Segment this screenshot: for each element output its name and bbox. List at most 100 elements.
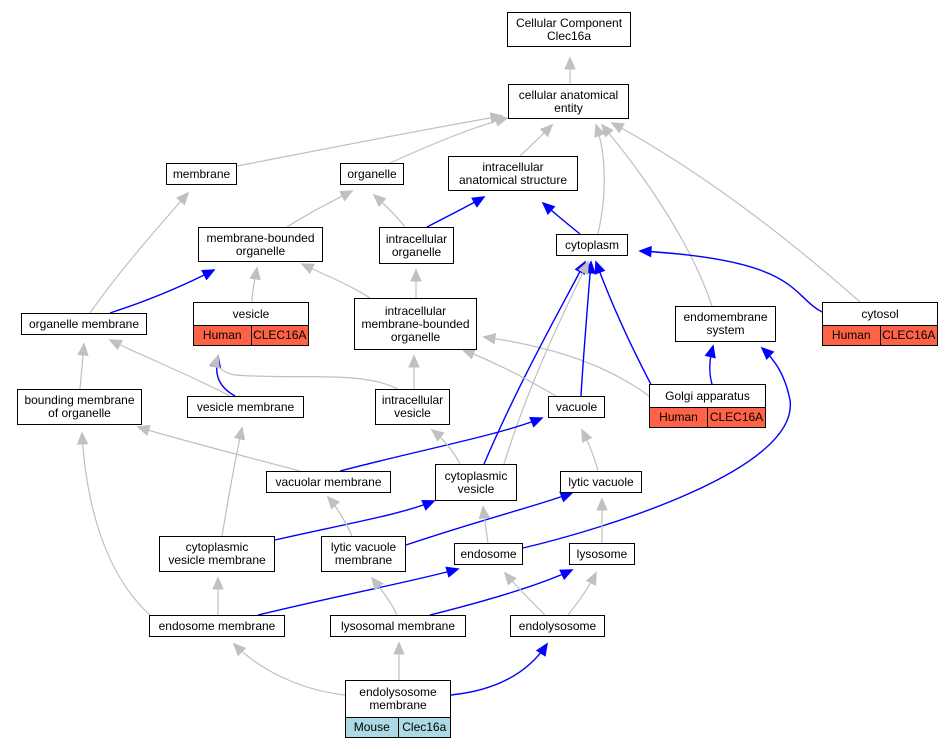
node-lysmem: lysosomal membrane <box>330 615 466 637</box>
edge-orgmem-to-membrane <box>89 191 190 314</box>
node-cytves: cytoplasmic vesicle <box>435 464 517 501</box>
node-endolyso: endolysosome <box>510 615 605 637</box>
edge-lysosome-to-lytvac <box>596 497 608 543</box>
node-ivesicle: intracellular vesicle <box>375 389 450 425</box>
node-root: Cellular Component Clec16a <box>507 12 631 47</box>
edge-ivesicle-to-vesicle <box>208 354 399 390</box>
arrowhead <box>370 576 384 591</box>
edge-endomemb-to-cvm <box>212 576 224 615</box>
edge-elm-to-lysmem <box>393 641 405 680</box>
node-label: bounding membrane of organelle <box>24 393 135 420</box>
node-label: intracellular membrane-bounded organelle <box>361 303 470 344</box>
edge-lysmem-to-lysosome <box>429 569 574 616</box>
node-orgmem: organelle membrane <box>21 313 147 335</box>
edge-imbo-to-mbo <box>300 263 371 299</box>
arrowhead <box>408 354 420 368</box>
arrowhead <box>541 201 556 215</box>
arrowhead <box>503 571 517 586</box>
node-vacuole: vacuole <box>548 396 605 418</box>
node-label: cellular anatomical entity <box>518 87 619 115</box>
edge-endolyso-to-lysosome <box>567 571 597 616</box>
node-label: vacuole <box>555 399 598 414</box>
node-label: endosome <box>460 546 517 561</box>
node-label: intracellular anatomical structure <box>458 159 568 187</box>
node-membrane: membrane <box>166 163 237 185</box>
node-label: cytoplasmic vesicle membrane <box>168 540 266 567</box>
arrowhead <box>136 424 151 436</box>
edge-endomemb-to-boundmem <box>76 431 151 616</box>
arrowhead <box>430 428 445 442</box>
edge-golgi-to-cytoplasm <box>594 260 656 393</box>
node-label: endolysosome membrane <box>359 685 437 712</box>
edge-vesicle-to-mbo <box>249 266 261 303</box>
edge-cytosol-to-cytoplasm <box>638 245 823 313</box>
gene-tag: CLEC16A <box>879 326 937 345</box>
edge-endolyso-to-endosome <box>503 571 546 616</box>
arrowhead <box>393 641 405 655</box>
node-cytoplasm: cytoplasm <box>556 234 628 256</box>
edge-io-to-ias <box>426 196 486 228</box>
node-boundmem: bounding membrane of organelle <box>17 389 142 425</box>
species-tag: Human <box>650 408 707 427</box>
arrowhead <box>535 642 548 657</box>
arrowhead <box>233 426 246 441</box>
gene-tag: Clec16a <box>397 718 450 737</box>
edge-cae-to-root <box>564 56 576 84</box>
node-mbo: membrane-bounded organelle <box>198 227 323 262</box>
edge-cytves-to-cytoplasm <box>503 260 589 465</box>
edge-ias-to-cae <box>519 123 554 157</box>
edge-organelle-to-cae <box>389 115 509 164</box>
node-label: cytoplasmic vesicle <box>444 468 508 496</box>
node-endosome: endosome <box>454 543 523 565</box>
node-endomem: endomembrane system <box>675 306 776 342</box>
edge-endosome-to-endomem <box>522 346 791 549</box>
edge-lvm-to-vacmem <box>326 495 353 537</box>
edge-lytvac-to-vacuole <box>581 428 599 472</box>
node-vesmem: vesicle membrane <box>187 396 304 418</box>
node-vacmem: vacuolar membrane <box>266 471 391 493</box>
node-label: lytic vacuole membrane <box>330 540 397 567</box>
edge-vacuole-to-cytoplasm <box>580 260 596 397</box>
node-label: lysosomal membrane <box>340 618 456 633</box>
edge-lysmem-to-lvm <box>370 576 398 616</box>
node-label: organelle membrane <box>28 316 140 331</box>
gene-tag: CLEC16A <box>707 408 765 427</box>
edge-vesmem-to-orgmem <box>108 339 231 397</box>
node-label: membrane <box>172 166 231 181</box>
arrowhead <box>176 191 190 206</box>
node-ias: intracellular anatomical structure <box>448 156 578 191</box>
arrowhead <box>232 642 247 657</box>
edge-endomemb-to-endosome <box>257 566 460 616</box>
arrowhead <box>108 339 123 351</box>
arrowhead <box>339 190 354 202</box>
edge-cvm-to-cytves <box>274 500 436 541</box>
arrowhead <box>208 354 220 369</box>
edge-vacuole-to-imbo <box>461 348 557 397</box>
arrowhead <box>704 344 716 359</box>
arrowhead <box>559 491 574 503</box>
node-label: Golgi apparatus <box>665 388 750 403</box>
arrowhead <box>610 122 625 134</box>
edge-golgi-to-imbo <box>482 332 650 397</box>
node-label: endosome membrane <box>158 618 276 633</box>
node-cae: cellular anatomical entity <box>508 84 629 119</box>
species-tag: Human <box>823 326 880 345</box>
node-label: organelle <box>347 166 397 181</box>
node-imbo: intracellular membrane-bounded organelle <box>354 298 477 350</box>
edge-cytoplasm-to-cae <box>594 123 606 235</box>
arrowhead <box>461 348 476 360</box>
arrowhead <box>600 123 614 138</box>
node-label: membrane-bounded organelle <box>206 230 315 258</box>
arrowhead <box>760 346 775 361</box>
node-cvm: cytoplasmic vesicle membrane <box>159 536 275 572</box>
arrowhead <box>300 263 315 275</box>
edge-cytosol-to-cae <box>610 122 861 303</box>
arrowhead <box>529 416 544 428</box>
arrowhead <box>585 571 597 586</box>
edge-elm-to-endomemb <box>232 642 346 696</box>
